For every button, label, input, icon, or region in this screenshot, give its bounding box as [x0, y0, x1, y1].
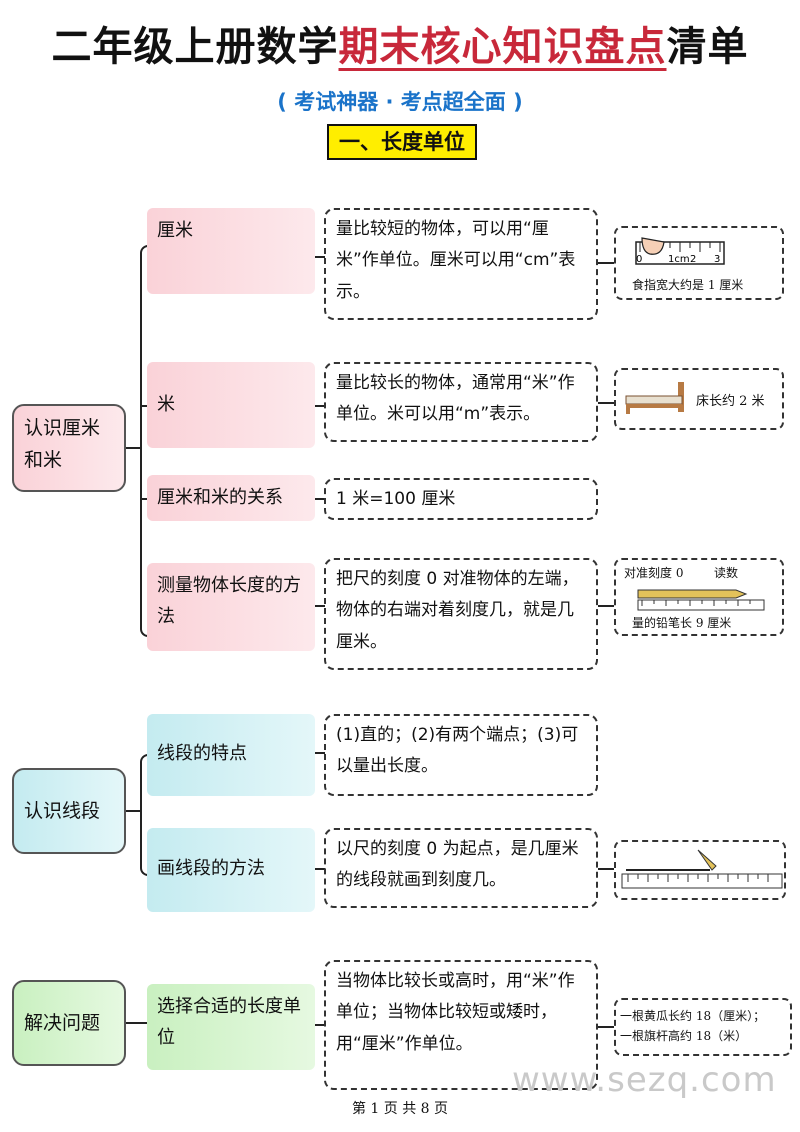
connector — [598, 262, 614, 264]
connector — [140, 498, 148, 500]
connector — [598, 402, 614, 404]
desc-meter: 量比较长的物体，通常用“米”作单位。米可以用“m”表示。 — [324, 362, 598, 442]
connector — [315, 752, 325, 754]
connector — [315, 605, 325, 607]
bracket — [140, 754, 150, 876]
example-line: 一根旗杆高约 18（米） — [620, 1029, 748, 1043]
title-prefix: 二年级上册数学 — [51, 24, 339, 70]
connector — [315, 1024, 325, 1026]
connector — [126, 447, 140, 449]
node-relation: 厘米和米的关系 — [147, 475, 315, 521]
picture-bed: 床长约 2 米 — [614, 368, 784, 430]
connector — [598, 868, 614, 870]
node-choose-unit: 选择合适的长度单位 — [147, 984, 315, 1070]
picture-examples: 一根黄瓜长约 18（厘米）； 一根旗杆高约 18（米） — [614, 998, 792, 1056]
desc-draw-segment: 以尺的刻度 0 为起点，是几厘米的线段就画到刻度几。 — [324, 828, 598, 908]
picture-caption: 量的铅笔长 9 厘米 — [632, 616, 732, 630]
bracket — [140, 245, 150, 637]
bed-icon — [625, 382, 684, 414]
section-heading: 一、长度单位 — [327, 124, 477, 160]
connector — [315, 498, 325, 500]
picture-caption: 食指宽大约是 1 厘米 — [632, 278, 744, 292]
subtitle: ( 考试神器 · 考点超全面 ) — [277, 90, 523, 114]
desc-segment-features: (1)直的；(2)有两个端点；(3)可以量出长度。 — [324, 714, 598, 796]
ruler-tick-label: 2 — [690, 254, 696, 265]
connector — [598, 1026, 614, 1028]
ruler-pencil-icon — [621, 849, 783, 889]
connector — [315, 256, 325, 258]
picture-draw-ruler — [614, 840, 786, 900]
category-box: 认识厘米和米 — [12, 404, 126, 492]
connector — [126, 810, 140, 812]
watermark: www.sezq.com — [512, 1060, 777, 1100]
picture-pencil-ruler: 对准刻度 0 读数 量的铅笔长 9 厘米 — [614, 558, 784, 636]
desc-centimeter: 量比较短的物体，可以用“厘米”作单位。厘米可以用“cm”表示。 — [324, 208, 598, 320]
desc-relation: 1 米=100 厘米 — [324, 478, 598, 520]
node-measure-method: 测量物体长度的方法 — [147, 563, 315, 651]
picture-caption: 床长约 2 米 — [696, 394, 765, 409]
page-number: 第 1 页 共 8 页 — [351, 1101, 449, 1117]
connector — [598, 605, 614, 607]
ruler-illustration: 0 1cm 2 3 — [635, 237, 725, 265]
connector — [315, 405, 325, 407]
ruler-tick-label: 1cm — [668, 254, 690, 265]
node-meter: 米 — [147, 362, 315, 448]
pic-label-read: 读数 — [714, 566, 739, 580]
pencil-icon — [637, 589, 765, 611]
connector — [140, 405, 148, 407]
connector — [126, 1022, 148, 1024]
category-box: 解决问题 — [12, 980, 126, 1066]
example-line: 一根黄瓜长约 18（厘米）； — [620, 1009, 766, 1023]
category-box: 认识线段 — [12, 768, 126, 854]
node-draw-segment: 画线段的方法 — [147, 828, 315, 912]
finger-icon — [641, 237, 665, 255]
pic-label-zero: 对准刻度 0 — [624, 566, 684, 580]
node-centimeter: 厘米 — [147, 208, 315, 294]
picture-finger-ruler: 0 1cm 2 3 食指宽大约是 1 厘米 — [614, 226, 784, 300]
title-highlight: 期末核心知识盘点 — [338, 24, 667, 70]
ruler-tick-label: 0 — [636, 254, 642, 265]
connector — [315, 868, 325, 870]
ruler-tick-label: 3 — [714, 254, 720, 265]
page-title: 二年级上册数学期末核心知识盘点清单 — [0, 14, 800, 72]
desc-measure-method: 把尺的刻度 0 对准物体的左端，物体的右端对着刻度几，就是几厘米。 — [324, 558, 598, 670]
node-segment-features: 线段的特点 — [147, 714, 315, 796]
desc-choose-unit: 当物体比较长或高时，用“米”作单位；当物体比较短或矮时，用“厘米”作单位。 — [324, 960, 598, 1090]
title-suffix: 清单 — [666, 24, 749, 70]
